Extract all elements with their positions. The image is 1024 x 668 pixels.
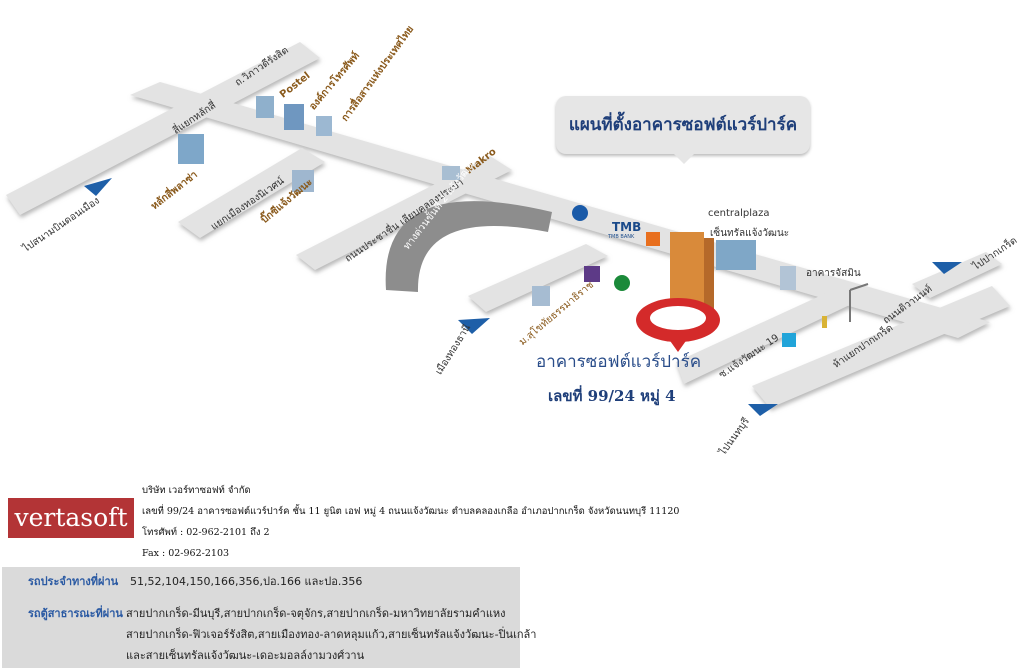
road-main-chaeng-watthana (130, 82, 990, 338)
arrow-nonthaburi-icon (748, 404, 778, 416)
tmb-logo: TMB (612, 220, 642, 234)
road-muang-thong (178, 148, 325, 238)
arrow-don-mueang-icon (84, 178, 112, 196)
company-address: เลขที่ 99/24 อาคารซอฟต์แวร์ปาร์ค ชั้น 11… (142, 506, 680, 517)
label-jasmine: อาคารจัสมิน (806, 268, 861, 279)
scb-icon (584, 266, 600, 282)
tmb-logo-sub: TMB BANK (608, 234, 635, 240)
vertasoft-logo: vertasoft (8, 498, 134, 538)
transport-panel: รถประจำทางที่ผ่าน 51,52,104,150,166,356,… (2, 567, 536, 668)
company-fax: Fax : 02-962-2103 (142, 548, 230, 559)
building-name: อาคารซอฟต์แวร์ปาร์ค (536, 352, 702, 372)
map-title: แผนที่ตั้งอาคารซอฟต์แวร์ปาร์ค (568, 115, 798, 135)
building-address: เลขที่ 99/24 หมู่ 4 (548, 387, 676, 405)
road-prachachuen (296, 156, 512, 270)
road-tiwanon-north (912, 252, 1002, 298)
road-muang-thong-thani (468, 244, 608, 312)
company-name: บริษัท เวอร์ทาซอฟท์ จำกัด (142, 485, 251, 496)
makro-building-icon (442, 166, 460, 180)
arrow-pak-kret-icon (932, 262, 962, 274)
sukhothai-building-icon (532, 286, 550, 306)
company-phone: โทรศัพท์ : 02-962-2101 ถึง 2 (142, 527, 270, 538)
tot-building-icon (316, 116, 332, 136)
bus-label: รถประจำทางที่ผ่าน (28, 575, 119, 588)
arrow-muang-thong-thani-icon (458, 318, 490, 334)
road-tiwanon-south (752, 286, 1010, 408)
road-vibhavadi (6, 42, 320, 215)
traffic-light-icon (822, 316, 827, 328)
company-info: บริษัท เวอร์ทาซอฟท์ จำกัด เลขที่ 99/24 อ… (142, 480, 679, 564)
road-soi-19 (676, 284, 860, 384)
cat-building-icon (284, 104, 304, 130)
van-label: รถตู้สาธารณะที่ผ่าน (28, 607, 123, 620)
krungthai-icon (782, 333, 796, 347)
seven-eleven-icon (646, 232, 660, 246)
map-title-box: แผนที่ตั้งอาคารซอฟต์แวร์ปาร์ค (556, 96, 810, 154)
title-pointer (672, 152, 696, 164)
bus-routes: 51,52,104,150,166,356,ปอ.166 และปอ.356 (130, 575, 363, 588)
van-route-line: และสายเซ็นทรัลแจ้งวัฒนะ-เดอะมอลล์งามวงศ์… (126, 649, 365, 662)
van-route-line: สายปากเกร็ด-ฟิวเจอร์รังสิต,สายเมืองทอง-ล… (126, 628, 537, 641)
expressway-arc (385, 201, 552, 292)
location-map (6, 42, 1010, 416)
van-route-line: สายปากเกร็ด-มีนบุรี,สายปากเกร็ด-จตุจักร,… (126, 607, 506, 620)
big-c-building-icon (292, 170, 314, 192)
software-park-tower-side (704, 238, 714, 316)
jasmine-building-icon (780, 266, 796, 290)
kbank-icon (614, 275, 630, 291)
central-plaza-logo: centralplaza (708, 208, 770, 219)
ptt-icon (572, 205, 588, 221)
lak-si-building-icon (178, 134, 204, 164)
postel-building-icon (256, 96, 274, 118)
label-central: เซ็นทรัลแจ้งวัฒนะ (710, 228, 790, 239)
central-building-icon (716, 240, 756, 270)
